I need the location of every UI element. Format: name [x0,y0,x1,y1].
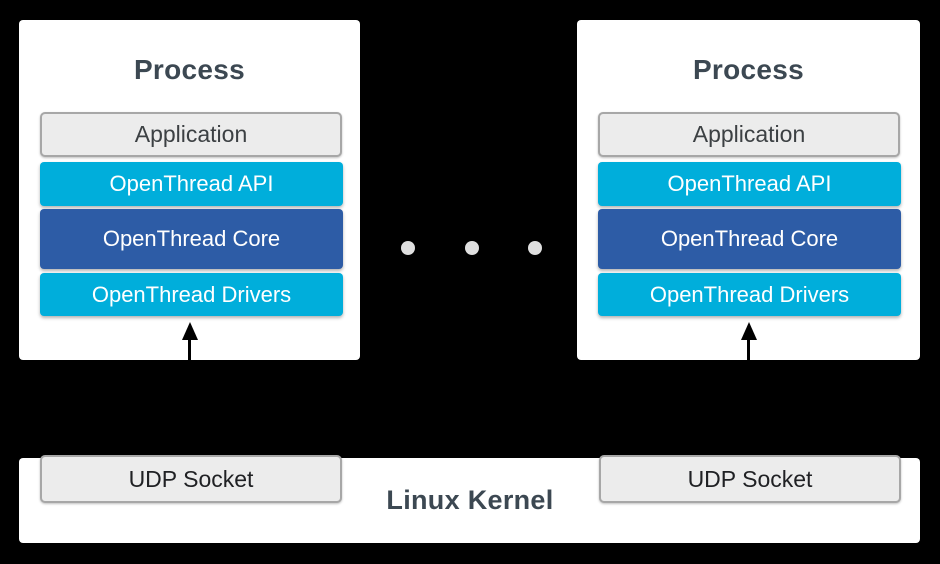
ellipsis-dot [528,241,542,255]
arrow-head [181,322,198,340]
openthread-core-band: OpenThread Core [40,209,343,269]
arrow-shaft [747,336,750,360]
openthread-api-band: OpenThread API [40,162,343,206]
udp-socket-box-left: UDP Socket [40,455,342,503]
process-panel-right: Process Application OpenThread API OpenT… [577,20,920,360]
process-panel-left: Process Application OpenThread API OpenT… [19,20,360,360]
process-title: Process [692,54,805,85]
ellipsis-dot [401,241,415,255]
application-box: Application [40,112,342,157]
linux-kernel-label: Linux Kernel [386,485,554,515]
arrow-head [740,322,757,340]
openthread-drivers-band: OpenThread Drivers [40,273,343,316]
arrow-shaft [188,336,191,360]
process-title: Process [133,54,246,85]
ellipsis-dot [464,241,479,255]
openthread-api-band: OpenThread API [598,162,901,206]
arrow-up-icon [19,322,360,360]
udp-socket-box-right: UDP Socket [599,455,901,503]
arrow-up-icon [577,322,920,360]
application-box: Application [598,112,900,157]
openthread-drivers-band: OpenThread Drivers [598,273,901,316]
openthread-core-band: OpenThread Core [598,209,901,269]
ellipsis-separator [401,241,542,255]
